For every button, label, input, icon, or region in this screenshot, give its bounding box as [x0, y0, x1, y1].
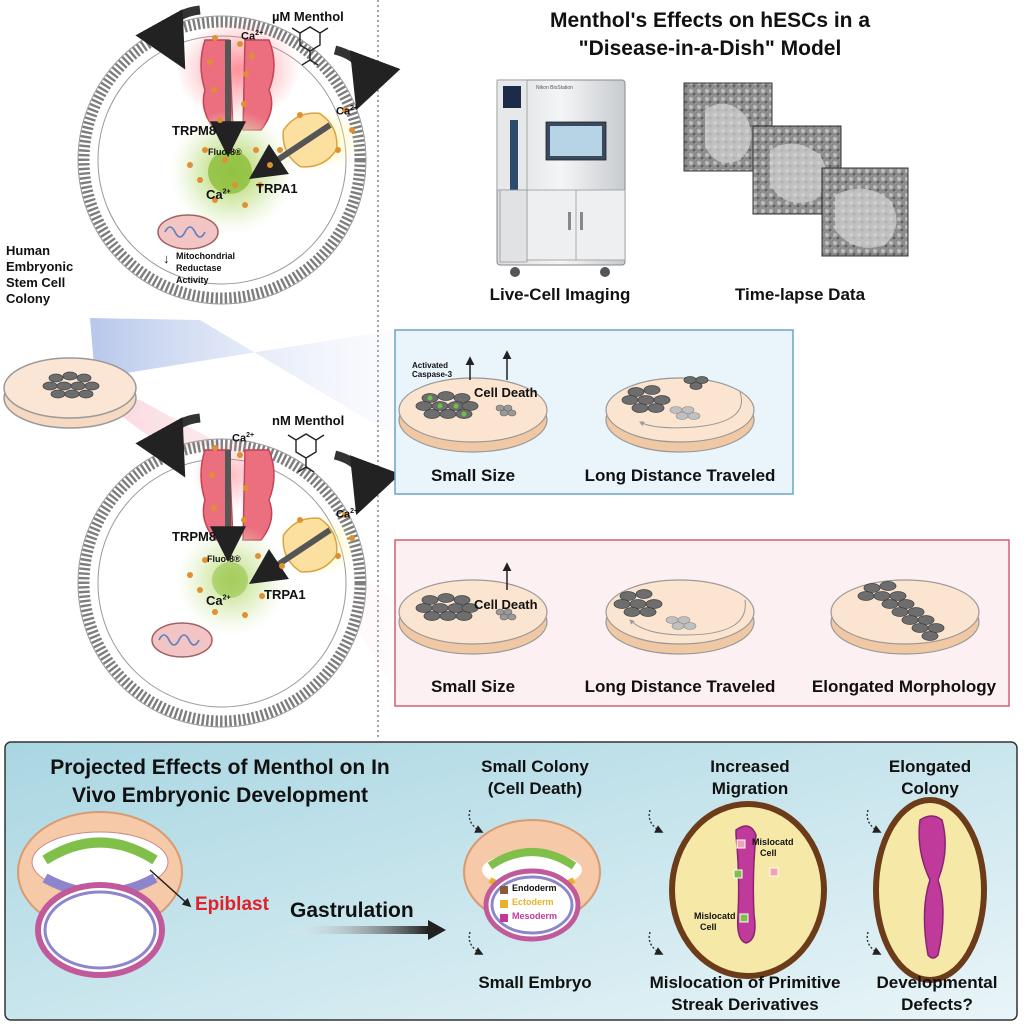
- projected-line-1: Projected Effects of Menthol on In: [50, 756, 390, 779]
- bottom-ca-label-2: Ca2+: [336, 508, 359, 521]
- migration-embryo: [669, 801, 827, 979]
- embryo-epiblast: [17, 811, 192, 978]
- increased-1: Increased: [710, 757, 790, 776]
- developmental-1: Developmental: [876, 973, 998, 992]
- blue-cell-death: Cell Death: [474, 385, 538, 400]
- bottom-menthol-label: nM Menthol: [272, 413, 345, 428]
- top-mito-1: Mitochondrial: [176, 251, 235, 261]
- top-menthol-label: µM Menthol: [272, 9, 344, 24]
- red-cell-death: Cell Death: [474, 597, 538, 612]
- mitochondrion-top: [157, 214, 219, 250]
- top-mito-3: Activity: [176, 275, 209, 285]
- menthol-molecule-top: [291, 26, 329, 66]
- beam-blue: [90, 318, 395, 436]
- mitochondrion-bottom: [151, 622, 213, 658]
- bottom-trpm8-label: TRPM8: [172, 529, 217, 544]
- mislocation-2: Streak Derivatives: [671, 995, 819, 1014]
- top-trpa1-label: TRPA1: [256, 181, 298, 196]
- colony-label-2: Embryonic: [6, 259, 74, 274]
- dashed-arrows: [468, 809, 882, 955]
- small-embryo-label: Small Embryo: [478, 973, 592, 992]
- bottom-cell: [77, 413, 401, 728]
- mislocatd-bottom-1: Mislocatd: [694, 911, 736, 921]
- legend-mesoderm: Mesoderm: [512, 911, 558, 921]
- incubator-image: [496, 79, 626, 277]
- top-cell: [77, 5, 401, 305]
- bottom-trpa1-label: TRPA1: [264, 587, 306, 602]
- gastrulation-label: Gastrulation: [290, 899, 414, 922]
- colony-label-3: Stem Cell: [6, 275, 66, 290]
- elongated-embryo: [873, 797, 987, 983]
- colony-dish: [3, 357, 137, 429]
- bottom-ca-label-3: Ca2+: [206, 593, 231, 608]
- activated-2: Caspase-3: [412, 370, 453, 379]
- red-elongated: Elongated Morphology: [811, 677, 997, 696]
- top-ca-label-3: Ca2+: [206, 187, 231, 202]
- elongated-colony-1: Elongated: [888, 757, 972, 776]
- bottom-fluo-label: Fluo-8®: [207, 554, 241, 564]
- red-dish-long-distance: [605, 579, 755, 655]
- top-trpm8-label: TRPM8: [172, 123, 217, 138]
- bottom-ca-label-1: Ca2+: [232, 432, 255, 445]
- mislocatd-top-1: Mislocatd: [752, 837, 794, 847]
- mislocatd-bottom-2: Cell: [700, 922, 717, 932]
- caption-time-lapse: Time-lapse Data: [734, 285, 866, 304]
- mislocation-1: Mislocation of Primitive: [649, 973, 841, 992]
- blue-dish-small-size: [398, 350, 548, 453]
- red-dish-elongated: [830, 579, 980, 655]
- top-mito-2: Reductase: [176, 263, 222, 273]
- top-fluo-label: Fluo-8®: [208, 147, 242, 157]
- colony-label-4: Colony: [6, 291, 51, 306]
- projected-line-2: Vivo Embryonic Development: [71, 784, 369, 807]
- small-colony-2: (Cell Death): [487, 779, 583, 798]
- small-embryo: [463, 819, 601, 942]
- incubator-brand: Nikon BioStation: [536, 85, 573, 91]
- title-line-2: "Disease-in-a-Dish" Model: [578, 37, 842, 60]
- top-ca-label-2: Ca2+: [336, 105, 359, 118]
- title-line-1: Menthol's Effects on hESCs in a: [549, 9, 871, 32]
- calcium-ions-bottom: [187, 445, 355, 618]
- caption-live-cell: Live-Cell Imaging: [489, 285, 631, 304]
- red-dish-small-size: [398, 562, 548, 655]
- red-long-distance: Long Distance Traveled: [584, 677, 776, 696]
- epiblast-label: Epiblast: [195, 894, 269, 915]
- top-ca-label-1: Ca2+: [241, 30, 264, 43]
- legend-ectoderm: Ectoderm: [512, 897, 554, 907]
- increased-2: Migration: [711, 779, 789, 798]
- mislocatd-top-2: Cell: [760, 848, 777, 858]
- legend-endoderm: Endoderm: [512, 883, 557, 893]
- menthol-molecule-bottom: [287, 433, 325, 473]
- top-mito-arrow: ↓: [163, 251, 170, 266]
- small-colony-1: Small Colony: [481, 757, 589, 776]
- activated-1: Activated: [412, 361, 449, 370]
- colony-label-1: Human: [6, 243, 51, 258]
- calcium-ions-top: [187, 35, 355, 208]
- elongated-colony-2: Colony: [901, 779, 959, 798]
- blue-long-distance: Long Distance Traveled: [584, 466, 776, 485]
- blue-small-size: Small Size: [430, 466, 516, 485]
- time-lapse-images: [683, 82, 909, 257]
- blue-dish-long-distance: [605, 376, 755, 453]
- red-small-size: Small Size: [430, 677, 516, 696]
- developmental-2: Defects?: [901, 995, 973, 1014]
